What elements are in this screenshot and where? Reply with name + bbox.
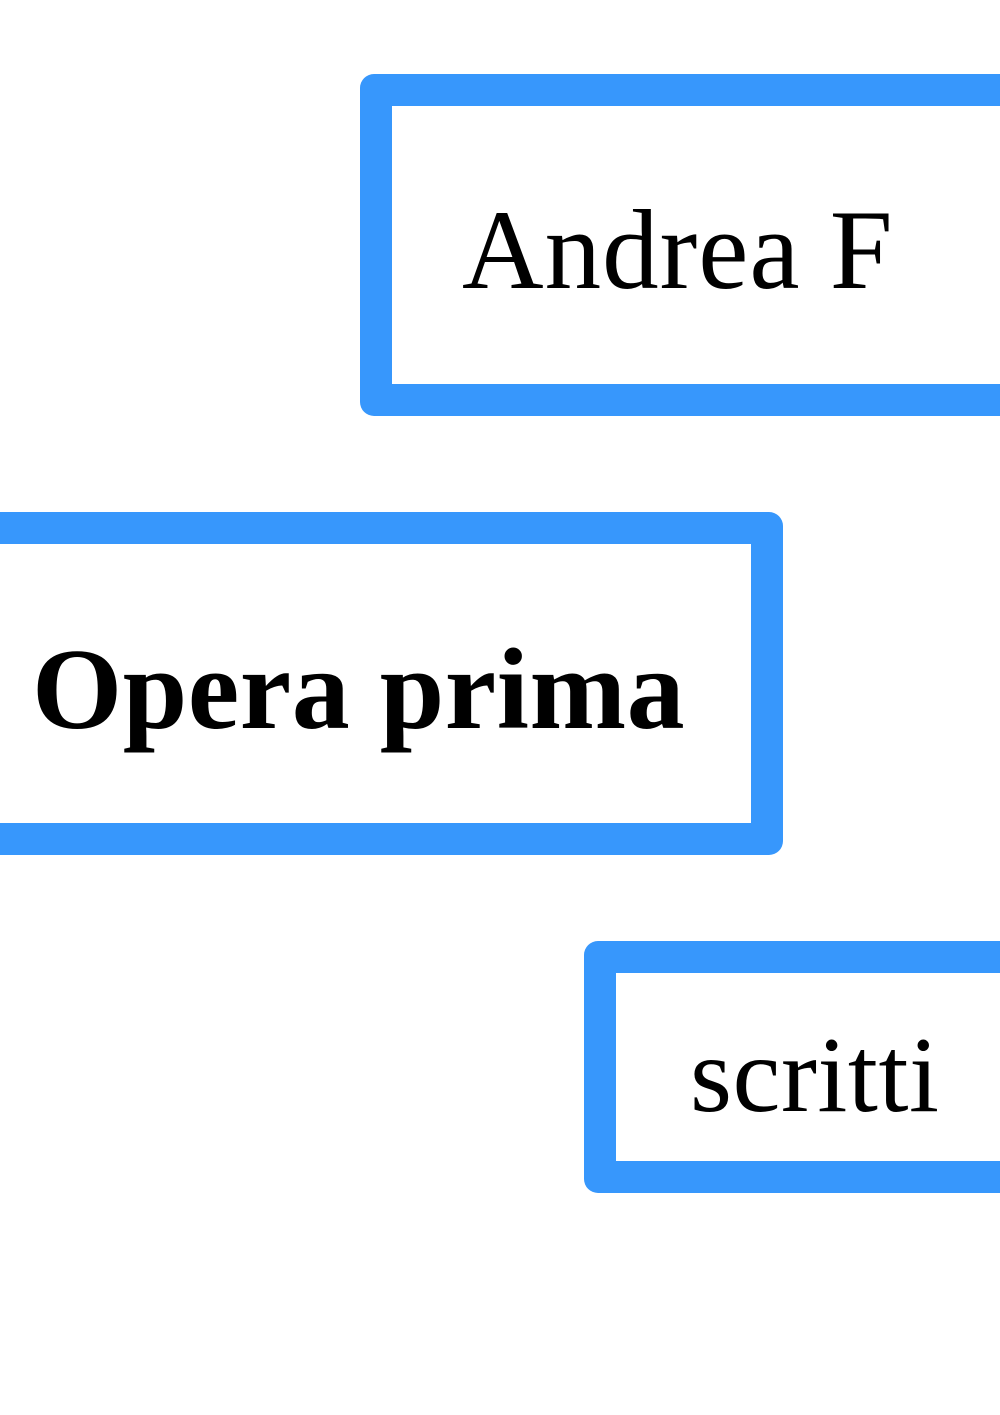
book-title: Opera prima: [32, 626, 686, 754]
genre-frame: [584, 941, 1000, 1193]
genre-label: scritti: [690, 1016, 940, 1135]
author-frame: [360, 74, 1000, 416]
author-name: Andrea F: [462, 188, 894, 313]
title-frame: [0, 512, 783, 855]
